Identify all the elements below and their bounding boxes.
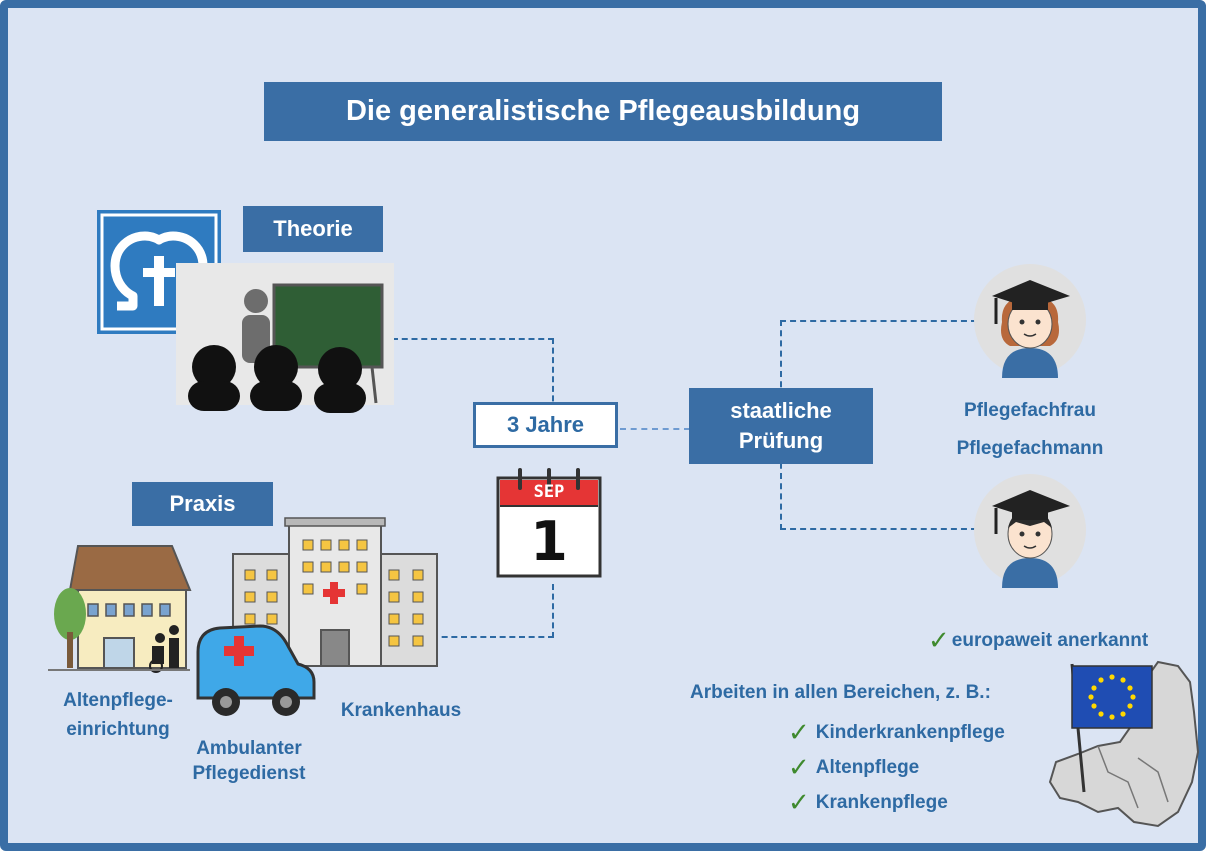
- theory-label: Theorie: [243, 206, 383, 252]
- hospital-label: Krankenhaus: [340, 700, 462, 721]
- work-area-label: Kinderkrankenpflege: [815, 722, 1005, 743]
- nursing-home-icon: [48, 545, 192, 673]
- exam-box: staatliche Prüfung: [689, 388, 873, 464]
- graduate-male-icon: [974, 474, 1086, 588]
- checkmark-icon: ✓: [928, 626, 950, 656]
- page-title: Die generalistische Pflegeausbildung: [264, 82, 942, 141]
- work-area-item: ✓ Krankenpflege: [788, 788, 948, 818]
- outpatient-service-label: Ambulanter Pflegedienst: [192, 738, 306, 784]
- classroom-icon: [176, 263, 394, 413]
- checkmark-icon: ✓: [788, 788, 810, 818]
- calendar-month: SEP: [533, 482, 565, 502]
- recognition-text: europaweit anerkannt: [951, 630, 1149, 651]
- nursing-home-label: Altenpflege- einrichtung: [63, 690, 173, 740]
- graduate-male-label: Pflegefachmann: [956, 438, 1104, 459]
- connector-exam: [620, 428, 690, 430]
- checkmark-icon: ✓: [788, 753, 810, 783]
- eu-flag-icon: [1070, 663, 1153, 793]
- recognition-row: ✓ europaweit anerkannt: [928, 626, 1148, 656]
- theory-label-text: Theorie: [273, 216, 353, 241]
- duration-label: 3 Jahre: [506, 412, 585, 437]
- calendar-icon: SEP 1: [496, 466, 602, 578]
- work-areas-heading: Arbeiten in allen Bereichen, z. B.:: [690, 682, 991, 703]
- practice-label-text: Praxis: [169, 491, 236, 516]
- duration-box: 3 Jahre: [473, 402, 618, 448]
- graduate-female-label: Pflegefachfrau: [964, 400, 1096, 421]
- checkmark-icon: ✓: [788, 718, 810, 748]
- work-area-label: Krankenpflege: [815, 792, 948, 813]
- work-area-item: ✓ Kinderkrankenpflege: [788, 718, 1005, 748]
- page-title-text: Die generalistische Pflegeausbildung: [345, 95, 861, 127]
- graduate-female-icon: [974, 264, 1086, 378]
- hospital-icon: [232, 517, 438, 667]
- exam-label: staatliche Prüfung: [730, 398, 832, 453]
- europe-map-icon: [1048, 660, 1200, 828]
- ambulance-icon: [196, 624, 316, 716]
- calendar-day: 1: [530, 510, 568, 573]
- work-area-label: Altenpflege: [815, 757, 920, 778]
- connector-theory: [392, 338, 554, 411]
- connector-practice: [432, 584, 554, 638]
- work-area-item: ✓ Altenpflege: [788, 753, 919, 783]
- practice-label: Praxis: [132, 482, 273, 526]
